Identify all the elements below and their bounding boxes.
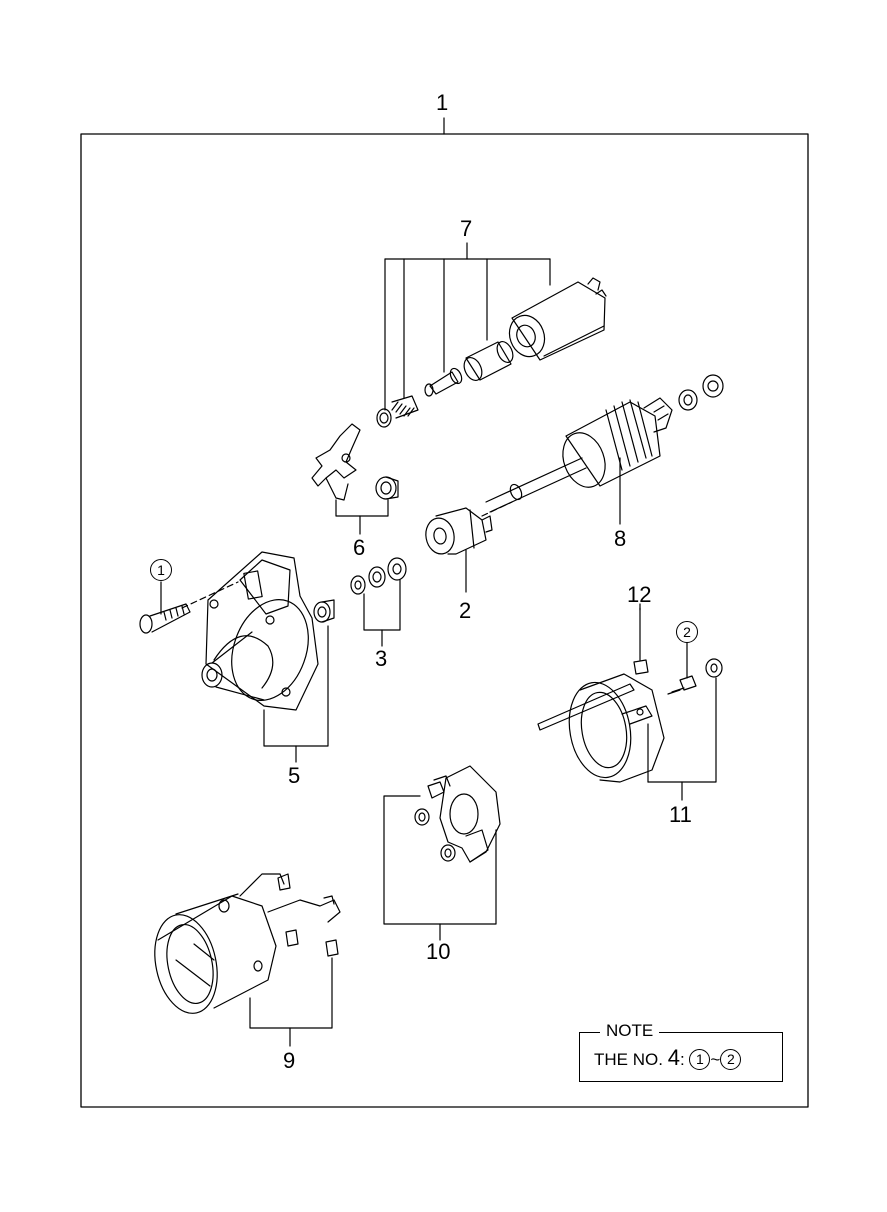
drive-housing (201, 551, 319, 711)
callout-9: 9 (283, 1048, 296, 1073)
callout-10: 10 (426, 939, 451, 964)
callout-6: 6 (353, 535, 366, 560)
bushing-6 (375, 476, 399, 500)
bolt-axis-dash (181, 581, 239, 609)
note-title: NOTE (600, 1021, 660, 1041)
callout-7: 7 (460, 216, 473, 241)
callout-3: 3 (375, 646, 388, 671)
yoke-assembly (154, 873, 341, 1014)
brush-holder (427, 765, 501, 863)
note-box (579, 1032, 783, 1082)
callout-12: 12 (627, 582, 652, 607)
axis-dash (481, 501, 513, 517)
through-bolt-12 (537, 607, 649, 731)
armature (485, 397, 673, 525)
callout-2: 2 (459, 598, 472, 623)
note-range-to: 2 (720, 1049, 742, 1070)
brush-springs (414, 808, 456, 862)
leader-7 (384, 242, 551, 411)
plunger (463, 341, 514, 381)
callout-5: 5 (288, 763, 301, 788)
plunger-rod (424, 367, 463, 397)
rear-end-cover (568, 673, 665, 783)
note-range-from: 1 (689, 1049, 711, 1070)
note-number: 4 (667, 1045, 680, 1070)
washers-3 (350, 557, 407, 647)
circled-callout-2: 2 (676, 621, 698, 643)
note-tilde: ~ (710, 1050, 721, 1069)
washers-8 (678, 374, 724, 411)
leader-5 (263, 625, 329, 763)
leader-10 (383, 795, 497, 941)
circled-callout-1: 1 (150, 559, 172, 581)
leader-9 (249, 957, 333, 1047)
leader-11 (647, 677, 717, 801)
washer-11 (705, 658, 723, 678)
callout-8: 8 (614, 526, 627, 551)
through-bolt-1 (139, 581, 191, 634)
collar (376, 408, 392, 428)
leader-6 (335, 499, 389, 535)
pinion-gear (425, 507, 493, 593)
note-prefix: THE NO. (594, 1050, 663, 1069)
solenoid-switch (508, 277, 607, 361)
note-text: THE NO. 4: 1~2 (594, 1045, 742, 1072)
drive-lever (311, 423, 361, 501)
callout-1: 1 (436, 90, 449, 115)
spring (391, 395, 419, 419)
callout-11: 11 (669, 802, 692, 827)
bushing-5 (313, 599, 335, 623)
note-colon: : (679, 1050, 685, 1069)
screw-2 (667, 641, 697, 695)
